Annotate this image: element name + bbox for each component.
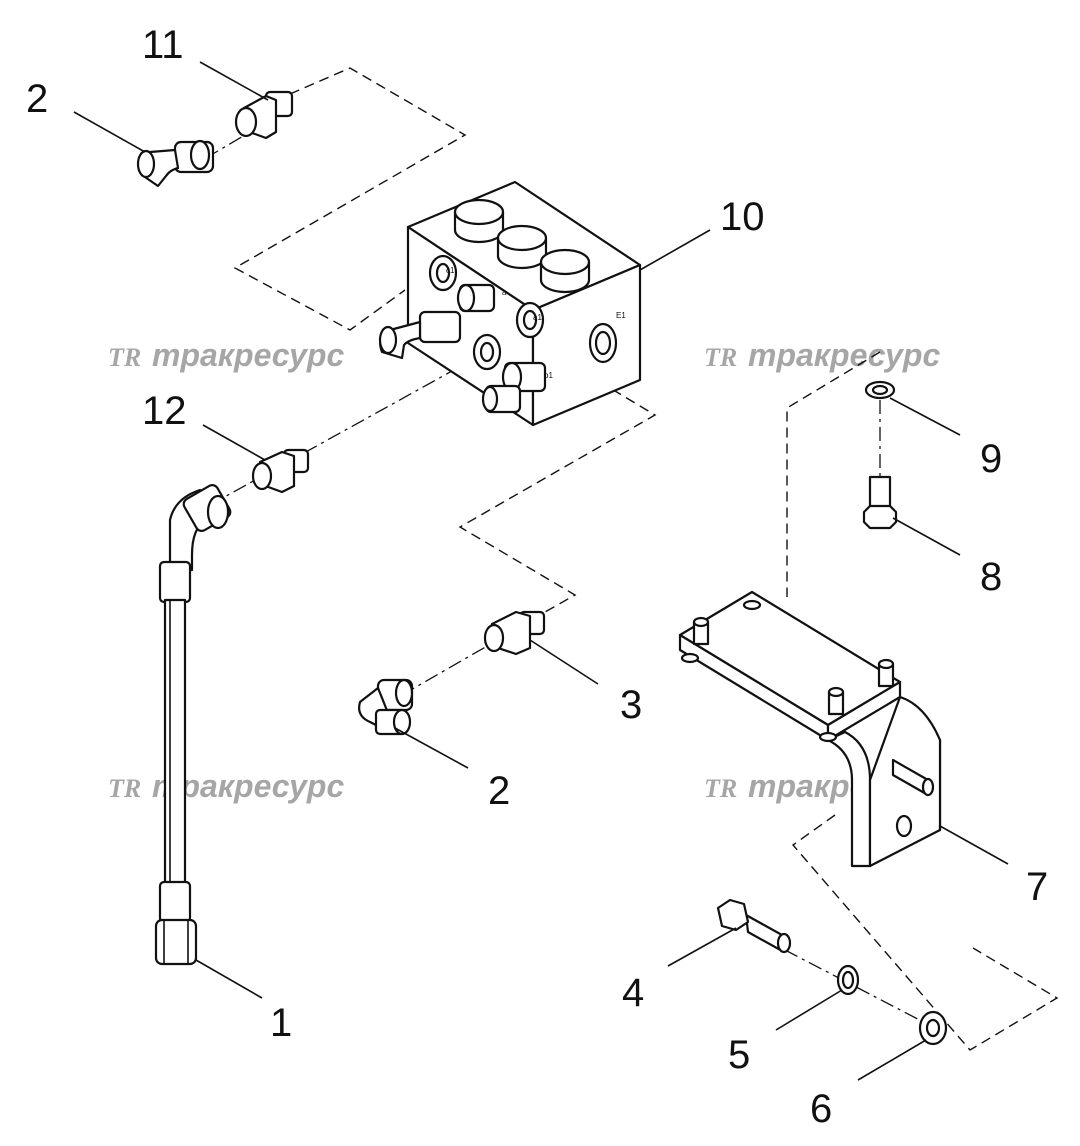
bolt-part-8 xyxy=(862,475,898,530)
leader-10 xyxy=(639,229,711,271)
bracket-part-7 xyxy=(678,590,942,868)
fitting-on-block-b1 xyxy=(481,361,547,414)
svg-text:тракресурс: тракресурс xyxy=(748,337,940,373)
watermark-top-right: TR тракресурс xyxy=(704,337,940,373)
callout-2-top: 2 xyxy=(26,77,48,121)
bracket-stud-2 xyxy=(827,686,845,716)
leader-5 xyxy=(775,989,843,1031)
callout-2-middle: 2 xyxy=(488,769,510,813)
callout-9: 9 xyxy=(980,437,1002,481)
callout-11: 11 xyxy=(142,23,184,67)
washer-part-5 xyxy=(836,964,860,996)
axis-line-4-6 xyxy=(784,949,936,1029)
dashed-path-bracket-right xyxy=(786,351,881,597)
hose-part-1 xyxy=(154,484,232,966)
callout-1: 1 xyxy=(270,1001,292,1045)
leader-2-middle xyxy=(394,727,469,769)
leader-4 xyxy=(667,927,737,967)
washer-part-9 xyxy=(864,380,896,400)
axis-line-12 xyxy=(209,349,491,506)
watermark-bottom-left: TR тракресурс xyxy=(108,768,344,804)
svg-text:a1: a1 xyxy=(533,313,542,322)
svg-text:TR: TR xyxy=(704,774,737,803)
svg-text:TR: TR xyxy=(108,343,141,372)
adapter-part-3 xyxy=(483,610,546,656)
callout-6: 6 xyxy=(810,1087,832,1131)
valve-block-part-10: c1 a a1 b1 E1 xyxy=(378,180,642,427)
bracket-stud-3 xyxy=(877,658,895,688)
callout-4: 4 xyxy=(622,971,644,1015)
adapter-part-12 xyxy=(251,448,310,494)
svg-text:TR: TR xyxy=(704,343,737,372)
svg-text:E1: E1 xyxy=(616,311,626,320)
elbow-on-block xyxy=(378,310,462,360)
callout-10: 10 xyxy=(720,195,765,239)
svg-text:a: a xyxy=(502,288,507,297)
hex-plug-2 xyxy=(496,224,548,270)
dashed-path-bracket-bottom xyxy=(791,814,1059,1051)
callout-5: 5 xyxy=(728,1033,750,1077)
leader-2-top xyxy=(73,111,146,153)
bolt-part-4 xyxy=(716,898,792,954)
fitting-on-block-a xyxy=(456,283,496,313)
leader-7 xyxy=(939,825,1009,865)
hex-plug-3 xyxy=(539,248,591,294)
adapter-part-11 xyxy=(234,90,294,140)
callout-12: 12 xyxy=(142,389,187,433)
watermark-top-left: TR тракресурс xyxy=(108,337,344,373)
elbow-part-2-top xyxy=(136,139,215,188)
leader-1 xyxy=(195,959,263,999)
svg-text:c1: c1 xyxy=(446,266,455,275)
leader-9 xyxy=(889,397,961,436)
callout-3: 3 xyxy=(620,683,642,727)
svg-text:TR: TR xyxy=(108,774,141,803)
bracket-stud-1 xyxy=(692,616,710,646)
leader-6 xyxy=(857,1039,927,1081)
callout-8: 8 xyxy=(980,555,1002,599)
dashed-path-top xyxy=(233,67,467,331)
svg-text:b1: b1 xyxy=(544,371,553,380)
leader-12 xyxy=(202,424,266,461)
svg-text:тракресурс: тракресурс xyxy=(152,337,344,373)
callout-7: 7 xyxy=(1026,865,1048,909)
leader-11 xyxy=(199,61,269,101)
washer-part-6 xyxy=(918,1010,948,1046)
bracket-side-pin xyxy=(891,758,935,797)
hex-plug-1 xyxy=(453,198,505,244)
leader-3 xyxy=(529,639,599,685)
leader-8 xyxy=(892,517,961,556)
elbow-part-2-middle xyxy=(358,678,414,736)
